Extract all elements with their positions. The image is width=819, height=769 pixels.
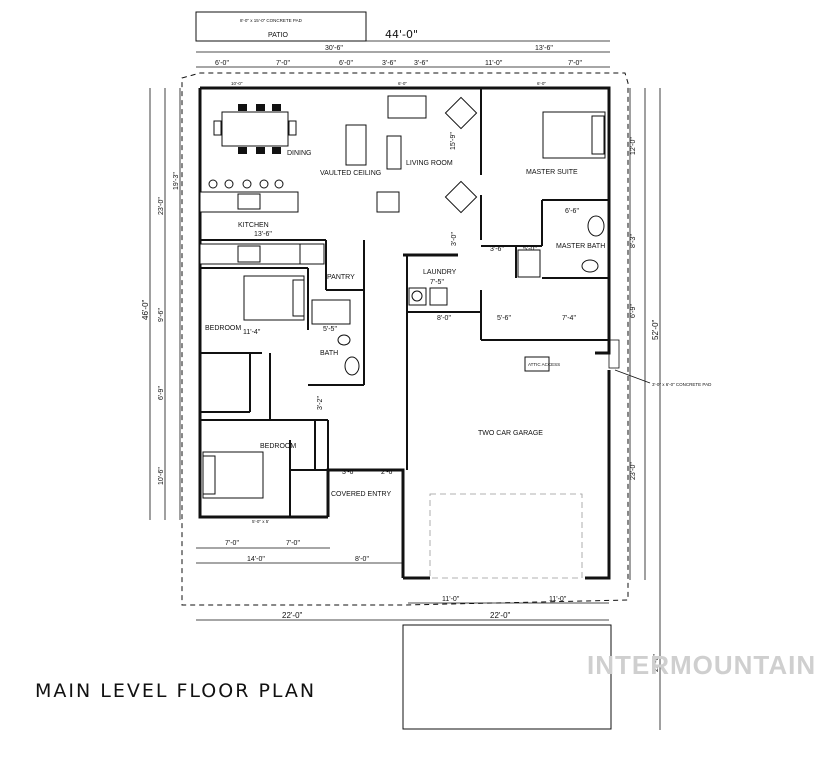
dim-bed1-w: 11'-4" bbox=[243, 329, 261, 336]
dim-right-c: 6'-9" bbox=[630, 304, 637, 318]
bedroom2-bed bbox=[202, 451, 264, 499]
dim-bottom-b1: 7'-0" bbox=[225, 540, 239, 547]
kitchen-counter bbox=[199, 243, 325, 265]
dim-l-b: 5'-6" bbox=[497, 315, 511, 322]
dim-l-c: 7'-4" bbox=[562, 315, 576, 322]
watermark: INTERMOUNTAIN bbox=[587, 650, 816, 680]
dim-seg-4: 3'-6" bbox=[382, 60, 396, 67]
dim-seg-2: 7'-0" bbox=[276, 60, 290, 67]
dim-bath-w: 5'-5" bbox=[323, 326, 337, 333]
dim-right-d: 23'-0" bbox=[630, 462, 637, 480]
dim-ms-b: 3'-6" bbox=[490, 246, 504, 253]
dim-bottom-g2: 11'-0" bbox=[549, 596, 567, 603]
side-pad bbox=[608, 339, 620, 369]
top-dimensions: 44'-0" 30'-6" 13'-6" 6'-0" 7'-0" 6'-0" 3… bbox=[196, 28, 610, 68]
bath-fixtures bbox=[311, 299, 360, 376]
dim-win-dining: 10'-0" bbox=[231, 81, 243, 86]
master-bath-fixtures bbox=[517, 215, 605, 278]
exterior-walls bbox=[198, 86, 611, 580]
pantry-label: PANTRY bbox=[327, 274, 355, 281]
laundry-label: LAUNDRY bbox=[423, 269, 457, 276]
dim-seg-1: 6'-0" bbox=[215, 60, 229, 67]
dim-laundry-w: 7'-5" bbox=[430, 279, 444, 286]
dim-win-ms: 6'-0" bbox=[537, 81, 546, 86]
dim-overall-top: 44'-0" bbox=[385, 28, 418, 41]
dim-ent-b: 2'-6" bbox=[381, 469, 395, 476]
dim-bottom-b2: 7'-0" bbox=[286, 540, 300, 547]
right-dimensions: 52'-0" 12'-0" 8'-3" 6'-9" 23'-0" 25'-0" bbox=[629, 88, 661, 730]
interior-walls bbox=[200, 88, 609, 517]
dim-left-c: 6'-9" bbox=[158, 386, 165, 400]
dim-top-left: 30'-6" bbox=[325, 45, 343, 52]
dim-bottom-8: 8'-0" bbox=[355, 556, 369, 563]
dim-top-right: 13'-6" bbox=[535, 45, 553, 52]
covered-entry-label: COVERED ENTRY bbox=[331, 491, 391, 498]
bedroom1-label: BEDROOM bbox=[205, 325, 241, 332]
roof-outline bbox=[181, 72, 629, 606]
bedroom2-label: BEDROOM bbox=[260, 443, 296, 450]
dim-l-a: 8'-0" bbox=[437, 315, 451, 322]
bath-label: BATH bbox=[320, 350, 338, 357]
dim-right-overall: 52'-0" bbox=[651, 319, 660, 340]
living-room-label: LIVING ROOM bbox=[406, 160, 453, 167]
living-furniture bbox=[345, 95, 478, 214]
dim-bottom-left: 22'-0" bbox=[282, 611, 303, 620]
dim-bottom-14: 14'-0" bbox=[247, 556, 265, 563]
dim-bed-v: 3'-2" bbox=[317, 396, 324, 410]
dim-right-e: 25'-0" bbox=[653, 654, 660, 672]
driveway bbox=[402, 624, 612, 730]
dim-bottom-right: 22'-0" bbox=[490, 611, 511, 620]
garage-door-outline bbox=[429, 493, 583, 579]
dim-seg-5: 3'-6" bbox=[414, 60, 428, 67]
vaulted-ceiling-label: VAULTED CEILING bbox=[320, 170, 381, 177]
kitchen-island bbox=[199, 179, 299, 213]
dim-right-a: 12'-0" bbox=[630, 137, 637, 155]
dim-kitchen-w: 13'-6" bbox=[254, 231, 272, 238]
dim-ms-d: 3'-0" bbox=[451, 232, 458, 246]
laundry-appliances bbox=[408, 287, 448, 306]
bottom-dimensions: 7'-0" 7'-0" 14'-0" 8'-0" 11'-0" 11'-0" 2… bbox=[196, 540, 609, 621]
dim-win-bed: 5'-0" x 5' bbox=[252, 519, 269, 524]
dim-right-b: 8'-3" bbox=[630, 234, 637, 248]
kitchen-label: KITCHEN bbox=[238, 222, 269, 229]
patio-label: PATIO bbox=[268, 32, 289, 39]
dim-seg-7: 7'-0" bbox=[568, 60, 582, 67]
master-bath-label: MASTER BATH bbox=[556, 243, 605, 250]
attic-access-hatch bbox=[524, 356, 550, 372]
master-bed bbox=[542, 111, 606, 159]
garage-label: TWO CAR GARAGE bbox=[478, 430, 543, 437]
side-pad-label: 3'-0" x 6'-0" CONCRETE PAD bbox=[652, 382, 712, 387]
dining-chair bbox=[213, 104, 297, 154]
page-title: MAIN LEVEL FLOOR PLAN bbox=[35, 680, 316, 702]
dim-left-b: 9'-6" bbox=[158, 308, 165, 322]
master-suite-label: MASTER SUITE bbox=[526, 169, 578, 176]
dim-left-a1: 19'-3" bbox=[173, 172, 180, 190]
patio-pad-label: 8'-0" x 15'-0" CONCRETE PAD bbox=[240, 18, 303, 23]
dim-living-v: 15'-9" bbox=[450, 132, 457, 150]
dim-seg-6: 11'-0" bbox=[485, 60, 503, 67]
dim-seg-3: 6'-0" bbox=[339, 60, 353, 67]
dining-label: DINING bbox=[287, 150, 312, 157]
dim-left-a: 23'-0" bbox=[158, 197, 165, 215]
dim-bottom-g1: 11'-0" bbox=[442, 596, 460, 603]
dim-ent-a: 3'-6" bbox=[342, 469, 356, 476]
dining-table bbox=[213, 104, 297, 154]
left-dimensions: 46'-0" 23'-0" 19'-3" 9'-6" 6'-9" 10'-6" bbox=[141, 88, 181, 520]
dim-left-overall: 46'-0" bbox=[141, 299, 150, 320]
dim-left-d: 10'-6" bbox=[158, 467, 165, 485]
bedroom1-bed bbox=[243, 275, 305, 321]
dim-ms-a: 6'-6" bbox=[565, 208, 579, 215]
attic-access-label: ATTIC ACCESS bbox=[528, 362, 560, 367]
dim-win-living: 6'-0" bbox=[398, 81, 407, 86]
